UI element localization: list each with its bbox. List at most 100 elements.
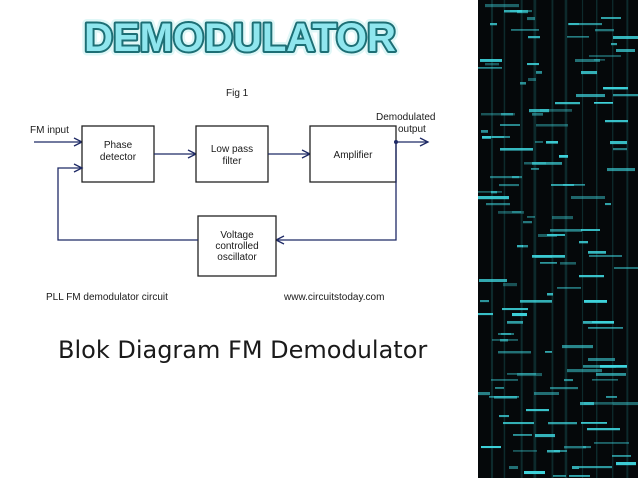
deco-bar [532,255,565,258]
deco-bar [532,113,543,116]
deco-bar [481,113,515,116]
decorative-strip [478,0,638,478]
deco-bar [584,300,607,303]
deco-bar [512,313,527,317]
slide-title: DEMODULATOR DEMODULATOR DEMODULATOR [70,6,410,63]
deco-bar [614,267,638,269]
deco-bar [587,428,620,431]
footer-left: PLL FM demodulator circuit [46,292,168,303]
deco-bar [536,124,568,127]
deco-bar [478,196,509,200]
deco-bar [581,71,597,75]
deco-bar [613,94,638,97]
deco-bar [500,148,533,151]
deco-bar [478,191,502,193]
phase-detector-line1: Phase [104,140,133,151]
deco-bar [512,176,519,179]
deco-bar [517,10,528,14]
deco-bar [513,434,532,436]
deco-bar [554,450,567,452]
deco-bar [511,29,539,31]
decorative-pattern [478,0,638,478]
deco-bar [594,59,605,61]
deco-bar [478,392,490,396]
deco-bar [607,168,635,172]
deco-bar [550,229,582,232]
deco-bar [480,59,502,62]
title-text-outline: DEMODULATOR [84,16,396,60]
deco-bar [580,402,594,406]
deco-bar [548,422,577,425]
deco-bar [502,308,528,311]
deco-bar [540,109,572,112]
deco-bar [500,339,508,342]
deco-bar [572,466,579,470]
deco-bar [610,141,627,145]
deco-bar [495,387,504,389]
deco-streak [520,0,523,478]
deco-bar [532,162,562,165]
deco-bar [546,141,558,144]
deco-bar [552,216,573,220]
deco-bar [527,63,539,66]
output-label-line1: Demodulated [376,112,435,123]
deco-bar [583,365,616,368]
deco-bar [553,475,566,477]
deco-bar [534,392,559,395]
deco-bar [583,321,614,324]
deco-bar [595,29,614,32]
deco-bar [576,94,605,98]
deco-bar [499,184,519,187]
deco-streak [551,0,554,478]
deco-bar [481,130,488,133]
lpf-line1: Low pass [211,144,253,155]
deco-bar [507,321,523,324]
deco-bar [536,71,542,74]
deco-bar [503,283,517,287]
deco-bar [498,351,531,354]
deco-bar [579,466,612,469]
deco-bar [535,255,552,258]
deco-bar [517,373,542,377]
deco-bar [616,49,635,52]
deco-bar [594,102,613,104]
output-arrow [419,137,430,147]
deco-bar [500,124,520,127]
deco-bar [486,203,510,206]
vco-line1: Voltage [220,230,254,241]
deco-bar [528,78,536,82]
deco-bar [479,279,507,282]
title-text-shadow: DEMODULATOR [84,16,396,60]
deco-bar [568,23,602,26]
deco-bar [499,415,509,418]
deco-bar [509,466,518,469]
amplifier-label: Amplifier [334,150,374,161]
deco-bar [562,345,593,349]
deco-bar [560,262,576,265]
deco-bar [478,313,493,316]
deco-bar [490,23,497,26]
deco-streak [533,0,537,478]
lpf-line2: filter [223,156,243,167]
deco-bar [594,442,629,444]
deco-bar [613,36,638,39]
deco-bar [579,275,604,278]
fm-input-label: FM input [30,125,69,136]
deco-streak [503,0,506,478]
deco-bar [603,87,628,90]
deco-bar [531,168,539,170]
deco-bar [527,216,535,218]
deco-bar [581,422,607,424]
deco-bar [575,59,600,62]
deco-bar [588,327,623,329]
deco-bar [547,234,565,236]
deco-bar [555,102,580,105]
deco-bar [605,120,628,123]
deco-streak [595,0,598,478]
deco-bar [535,141,543,143]
deco-bar [540,262,557,264]
deco-bar [510,10,532,13]
deco-bar [571,196,605,199]
deco-bar [507,373,536,375]
deco-bar [589,55,621,58]
